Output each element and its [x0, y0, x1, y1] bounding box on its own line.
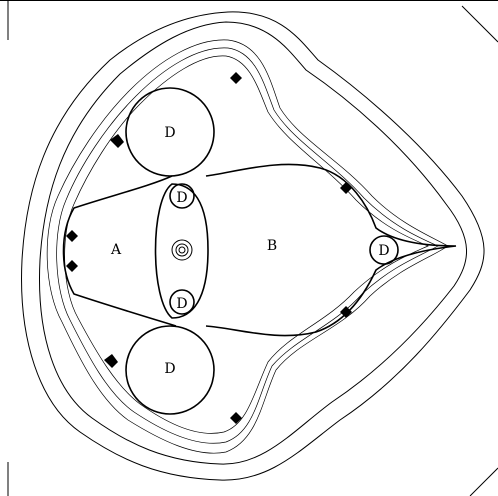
- label-d-lower-inner: D: [176, 296, 187, 312]
- label-d-right: D: [378, 243, 389, 259]
- label-b: B: [267, 238, 277, 254]
- outer-level-curves: [22, 12, 484, 480]
- region-labels: A B D D D D D: [110, 125, 390, 377]
- label-d-top: D: [164, 125, 175, 141]
- label-d-bottom: D: [164, 361, 175, 377]
- label-a: A: [110, 242, 122, 258]
- label-d-upper-inner: D: [176, 190, 187, 206]
